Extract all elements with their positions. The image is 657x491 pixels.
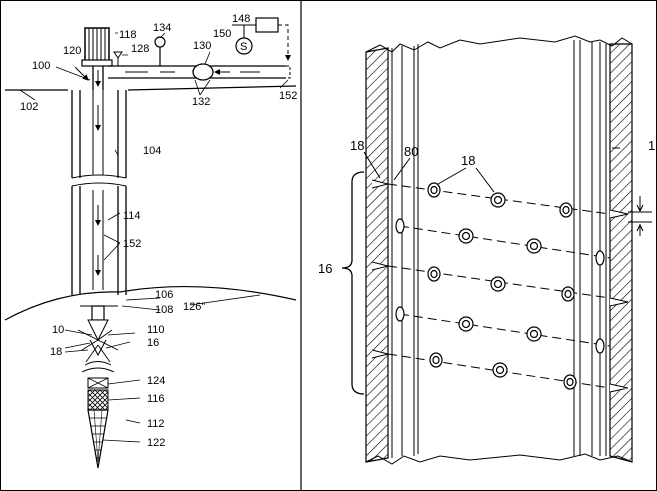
label-18-top: 18 bbox=[461, 153, 475, 168]
nozzles-18 bbox=[395, 182, 605, 390]
label-148: 148 bbox=[232, 13, 250, 25]
label-104: 104 bbox=[143, 145, 161, 157]
label-18-left: 18 bbox=[350, 138, 364, 153]
label-118: 118 bbox=[119, 29, 137, 41]
box-148 bbox=[255, 17, 279, 33]
water-table-126 bbox=[4, 285, 297, 321]
label-130: 130 bbox=[193, 40, 211, 52]
label-128: 128 bbox=[131, 43, 149, 55]
ground-surface-line bbox=[5, 85, 297, 91]
label-16: 16 bbox=[147, 337, 159, 349]
gauge-134 bbox=[154, 36, 166, 48]
label-114: 114 bbox=[123, 210, 141, 222]
label-108: 108 bbox=[155, 304, 173, 316]
pump-150 bbox=[235, 37, 253, 55]
label-120: 120 bbox=[63, 45, 81, 57]
label-126: 126" bbox=[183, 301, 205, 313]
label-122: 122 bbox=[147, 437, 165, 449]
bracket-16 bbox=[341, 171, 365, 395]
label-80: 80 bbox=[404, 144, 418, 159]
right-wall bbox=[609, 43, 633, 463]
label-1-clipped: 1 bbox=[648, 138, 655, 153]
label-124: 124 bbox=[147, 375, 165, 387]
label-134: 134 bbox=[153, 22, 171, 34]
casing-104 bbox=[71, 90, 127, 295]
left-wall bbox=[365, 47, 389, 463]
label-152-top: 152 bbox=[279, 90, 297, 102]
label-150: 150 bbox=[213, 28, 231, 40]
label-16-bracket: 16 bbox=[318, 261, 332, 276]
drill-tip-122 bbox=[87, 409, 109, 469]
left-panel: S bbox=[4, 13, 297, 469]
label-132: 132 bbox=[192, 96, 210, 108]
pump-symbol: S bbox=[240, 41, 247, 53]
label-112: 112 bbox=[147, 418, 165, 430]
right-panel: 18 80 18 16 1 bbox=[318, 35, 655, 465]
label-116: 116 bbox=[147, 393, 165, 405]
label-10: 10 bbox=[52, 324, 64, 336]
label-110: 110 bbox=[147, 324, 165, 336]
valve-128 bbox=[113, 51, 123, 59]
torn-edge-top bbox=[365, 35, 633, 53]
label-102: 102 bbox=[20, 101, 38, 113]
torn-edge-bottom bbox=[365, 453, 633, 465]
label-100: 100 bbox=[32, 60, 50, 72]
label-152-mid: 152 bbox=[123, 238, 141, 250]
casing-inner-lines bbox=[391, 40, 607, 458]
label-106: 106 bbox=[155, 289, 173, 301]
jetting-head bbox=[77, 305, 119, 469]
valve-130 bbox=[192, 63, 214, 81]
label-18: 18 bbox=[50, 346, 62, 358]
